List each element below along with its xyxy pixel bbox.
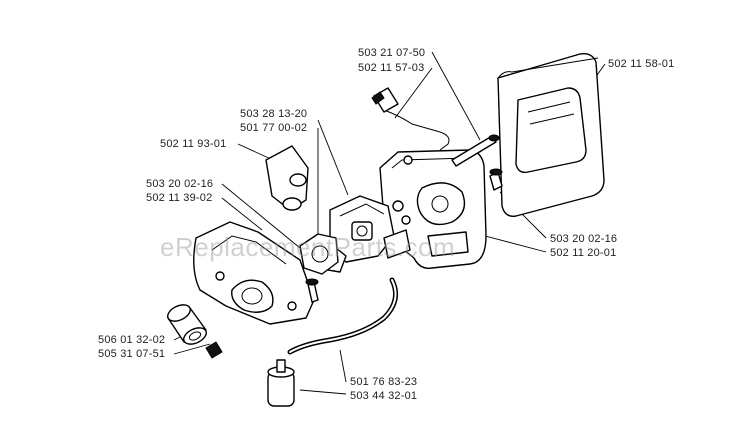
leader-intake-boot [237,143,274,161]
leader-fuel-line-a [339,349,347,383]
leader-tank-b [173,343,211,355]
leader-spark-b [394,67,433,119]
watermark: eReplacementParts.com [160,232,456,262]
label-filter-holder-a: 503 20 02-16 [550,233,618,245]
bushing-part [167,304,207,345]
label-fuel-tank-b: 505 31 07-51 [98,348,166,360]
carburetor-part [327,195,411,273]
screw-part [305,278,319,303]
label-carburetor-b: 501 77 00-02 [240,122,308,134]
leader-fuel-line-b [299,389,347,395]
nut-part [205,341,223,359]
leader-lines [173,51,606,395]
gasket-part [299,233,339,275]
label-fuel-line-a: 501 76 83-23 [350,376,418,388]
leader-adapter-b [221,197,263,231]
label-adapter-b: 502 11 39-02 [146,192,213,204]
spark-wire-part [371,87,450,151]
leader-carb-a [317,119,349,196]
label-fuel-line-b: 503 44 32-01 [350,390,418,402]
label-intake-boot: 502 11 93-01 [160,138,227,150]
air-filter-part [497,52,605,217]
label-spark-part-a: 503 21 07-50 [358,47,426,59]
label-adapter-a: 503 20 02-16 [146,178,214,190]
label-fuel-tank-a: 506 01 32-02 [98,334,166,346]
fuel-line-part [287,277,399,355]
leader-adapter-a [221,183,301,249]
fuel-filter-part [267,359,295,407]
leader-spark-a [431,51,481,141]
label-spark-part-b: 502 11 57-03 [358,62,425,74]
label-filter-holder-b: 502 11 20-01 [550,247,617,259]
intake-boot-part [265,145,309,211]
adapter-part [193,221,315,325]
label-air-filter: 502 11 58-01 [608,58,675,70]
label-carburetor-a: 503 28 13-20 [240,108,308,120]
screw-part [451,134,503,191]
